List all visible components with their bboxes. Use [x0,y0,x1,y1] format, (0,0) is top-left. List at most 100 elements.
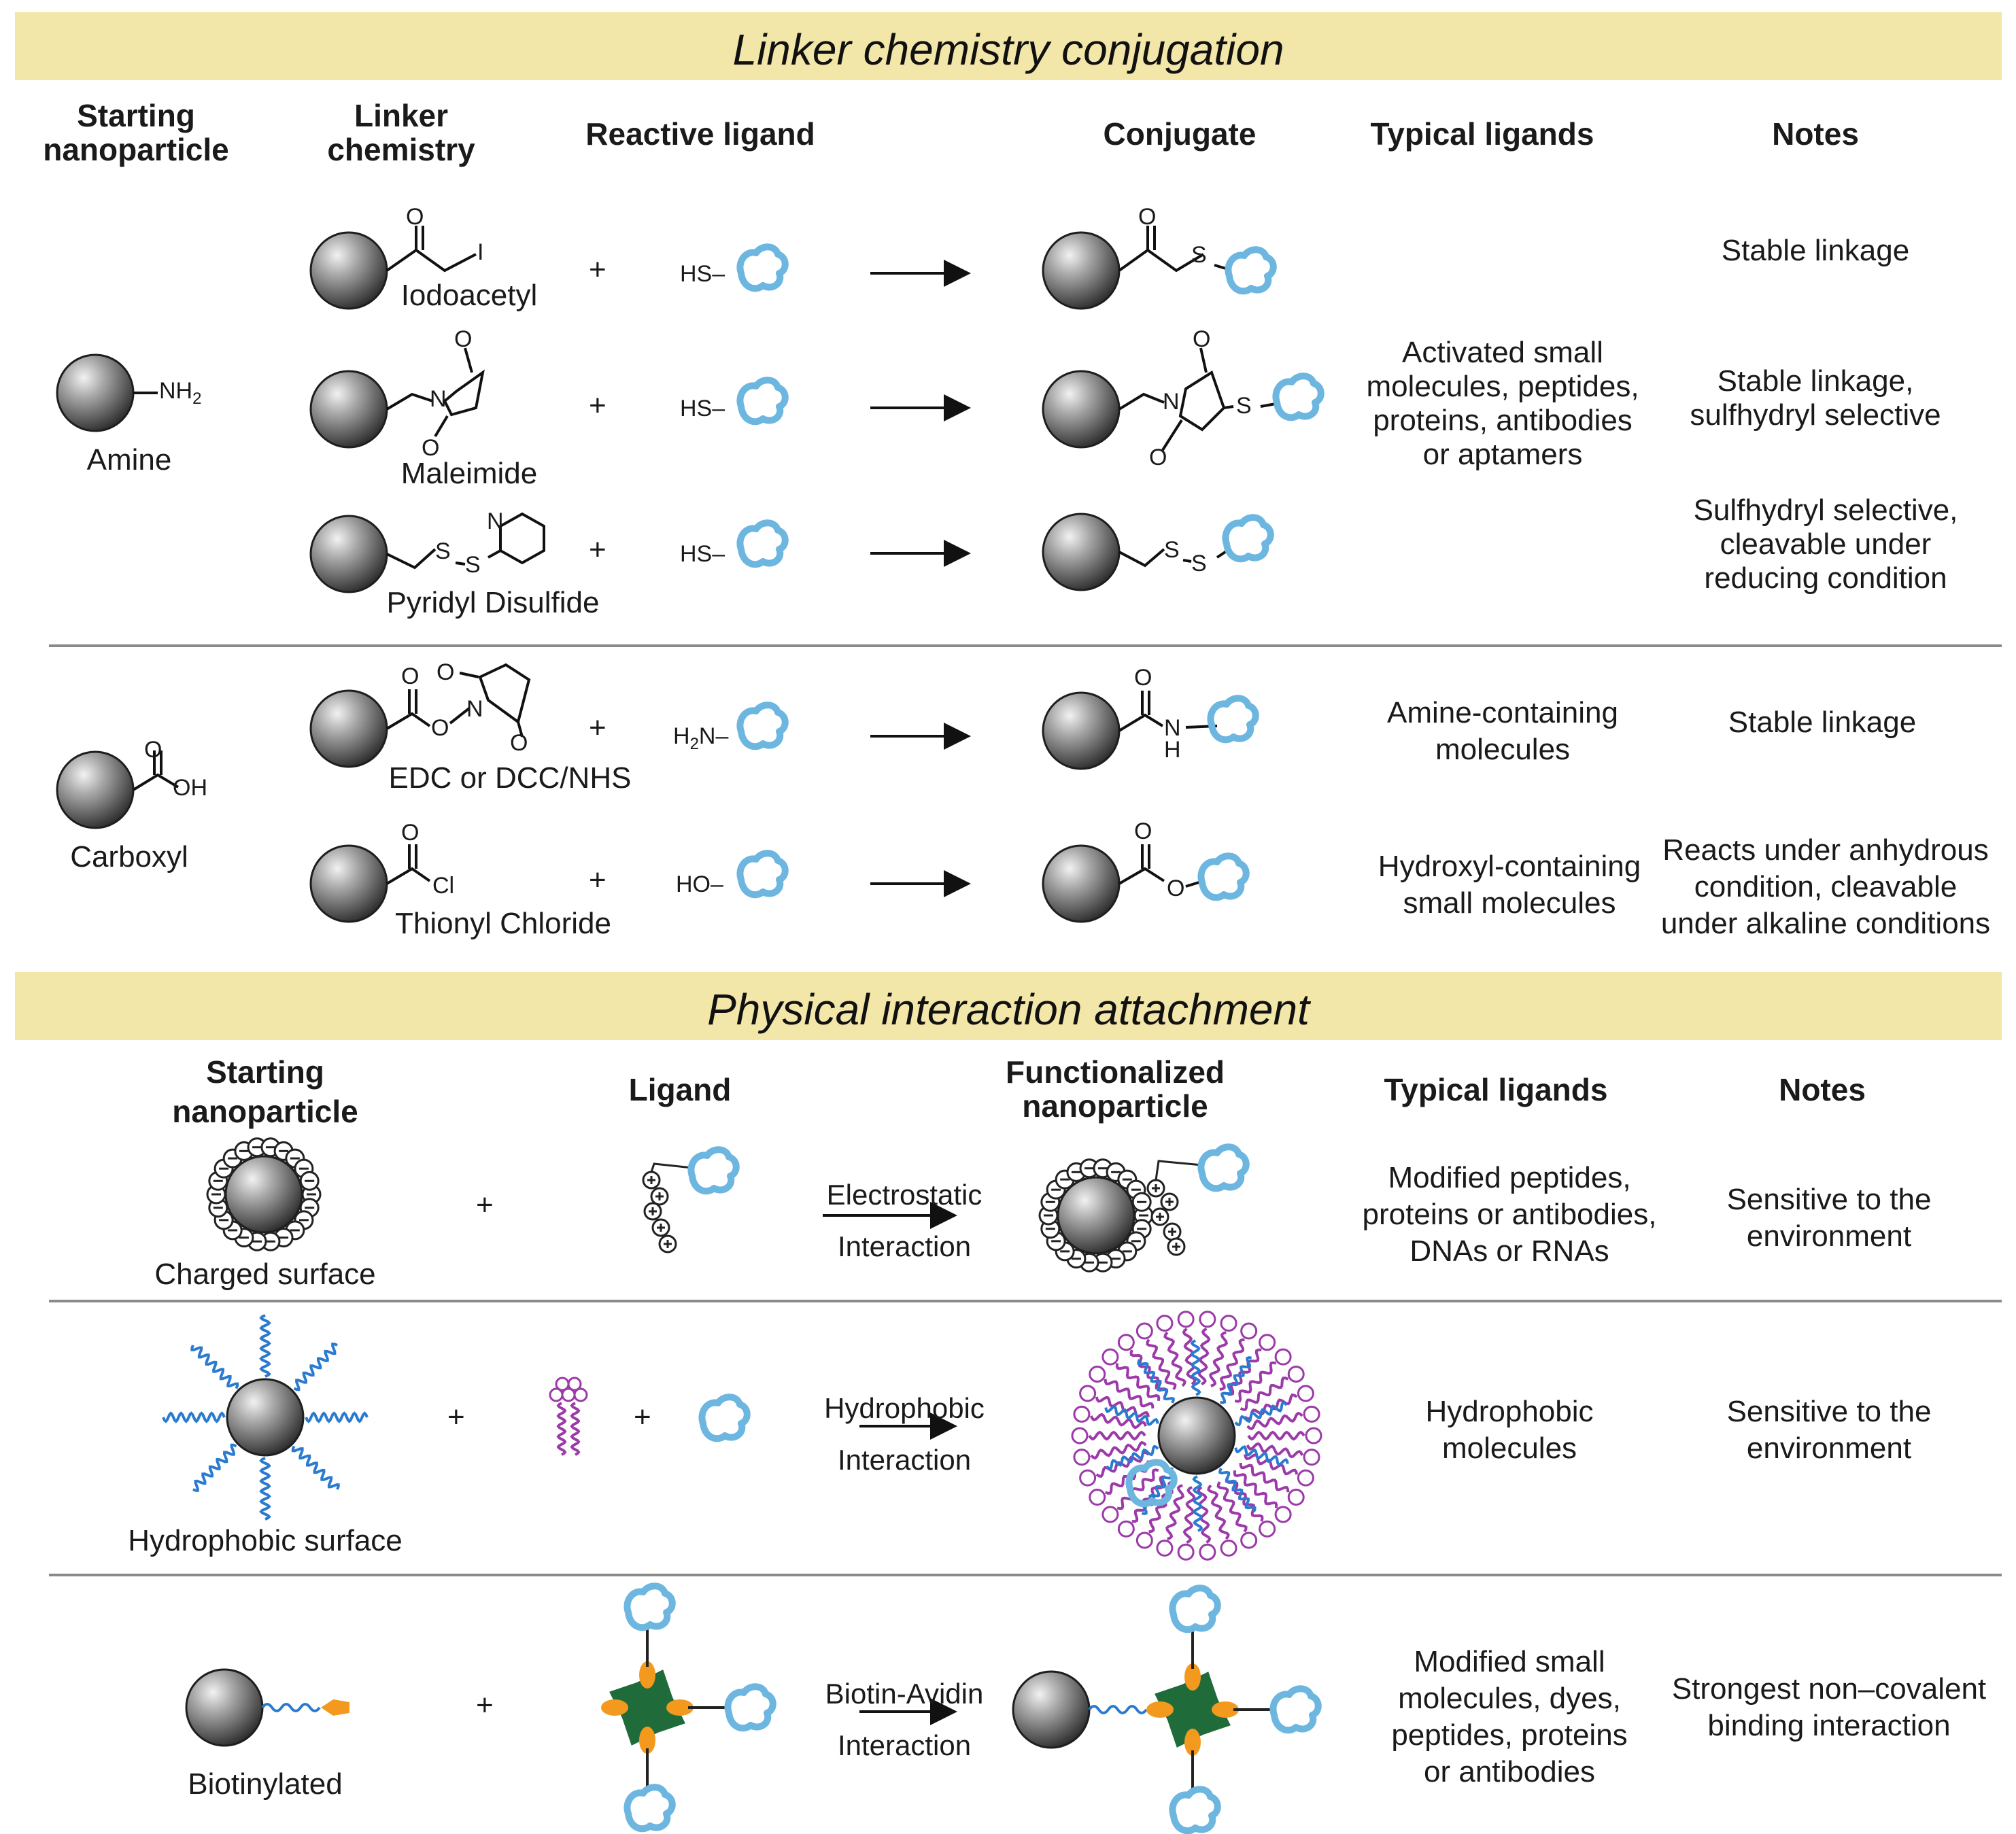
text-line: Modified peptides, [1388,1161,1631,1194]
carboxyl-group: OH [173,775,207,801]
chain [1219,1338,1245,1391]
hydrophobic-chains [162,1314,369,1521]
text-line: small molecules [1403,886,1616,920]
lipid-head [1220,1315,1237,1332]
starting-charged-surface: Charged surface [154,1258,376,1291]
chain [1197,1486,1212,1544]
text-line: Amine-containing [1387,696,1618,729]
chain [1182,1485,1196,1544]
biotin-icon [601,1699,628,1716]
chain [162,1411,226,1423]
typical-ligands-electrostatic: Modified peptides, proteins or antibodie… [1339,1160,1679,1270]
chain [570,1402,581,1456]
linker-banner: Linker chemistry conjugation [15,12,2002,80]
carboxyl-label: Carboxyl [70,840,188,873]
lipid-head [1089,1365,1106,1383]
header-notes: Notes [1772,116,1859,152]
biotin-icon [321,1699,349,1716]
atom-n: N [466,696,483,722]
text-line: peptides, proteins [1391,1718,1628,1752]
reagent-thiol: HS– [680,541,725,567]
physical-section-title: Physical interaction attachment [707,985,1310,1034]
plus-sign: + [634,1400,651,1434]
atom-o: O [1138,204,1157,230]
text-line: or aptamers [1422,438,1583,471]
atom-o: O [406,204,424,230]
reagent-thiol: HS– [680,396,725,421]
chain [1234,1361,1277,1403]
atom-s: S [435,538,451,564]
linker-name-maleimide: Maleimide [400,457,538,490]
lipid-head [1177,1543,1195,1561]
plus-sign: + [476,1188,494,1222]
atom-s: S [465,552,481,578]
biotin-icon [1184,1729,1201,1756]
chain [1137,1359,1175,1404]
chain [1104,1405,1159,1426]
lipid-head [1079,1469,1097,1487]
plus-sign: + [589,711,606,744]
chain [1247,1430,1305,1441]
text-line: Stable linkage, [1717,364,1914,398]
atom-o: O [510,730,528,756]
text-line: Biotin-Avidin [825,1678,984,1710]
biotin-icon [1212,1701,1239,1718]
starting-hydrophobic-surface: Hydrophobic surface [128,1524,403,1557]
chain [291,1445,340,1490]
lipid-head [1297,1385,1314,1402]
amine-group: NH2 [159,378,202,408]
note-electrostatic: Sensitive to the environment [1693,1181,1965,1255]
header-reactive-ligand: Reactive ligand [585,116,815,152]
atom-o: O [454,326,473,352]
text-line: molecules, peptides, [1366,370,1639,403]
chain [190,1345,239,1389]
header-starting-nanoparticle: Starting nanoparticle [27,99,245,167]
lipid-head [1240,1322,1258,1340]
lipid-head [1073,1449,1091,1466]
negative-charge-ring [1038,1158,1154,1273]
chain [1163,1331,1186,1387]
ligand-icon [740,705,785,746]
text-line: under alkaline conditions [1660,907,1991,940]
chain [1090,1440,1147,1460]
interaction-hydrophobic: Hydrophobic Interaction [802,1383,1006,1486]
lipid-head [1177,1311,1195,1328]
lipid-head [1117,1520,1135,1538]
negative-charge-ring [206,1137,322,1251]
atom-o: O [1193,326,1211,352]
biotin-icon [1184,1663,1201,1691]
chain [1116,1468,1159,1510]
lipid-head [1259,1334,1276,1351]
header-line: nanoparticle [172,1094,358,1129]
atom-o: O [1134,665,1152,691]
positively-charged-ligand [1146,1147,1246,1256]
chain [1095,1396,1150,1418]
lipid-head [1135,1532,1153,1549]
lipid-head [1274,1348,1292,1366]
lipid-head [1274,1506,1292,1523]
positively-charged-ligand [642,1149,736,1253]
atom-s: S [1191,551,1207,576]
lipid-icon [549,1377,588,1456]
ligand-icon [740,380,785,421]
typical-ligands-nhs: Amine-containing molecules [1346,695,1659,768]
ligand-icon [740,247,785,288]
text-line: Hydrophobic [824,1392,985,1424]
lipid-head [1305,1427,1322,1444]
text-line: Strongest non–covalent [1671,1672,1987,1706]
lipid-head [1287,1489,1305,1506]
text-line: molecules [1441,1432,1577,1465]
atom-o: O [1167,876,1185,901]
lipid-head [1101,1506,1119,1523]
text-line: Hydrophobic [1425,1395,1594,1428]
atom-o: O [1134,818,1152,844]
typical-ligands-biotin: Modified small molecules, dyes, peptides… [1367,1644,1652,1790]
header-line: nanoparticle [43,132,229,167]
biotin-icon [639,1727,655,1754]
lipid-head [1079,1385,1097,1402]
chain [1240,1377,1289,1411]
chain [1190,1339,1201,1396]
lipid-head [1220,1539,1237,1557]
plus-sign: + [589,863,606,897]
interaction-electrostatic: Electrostatic Interaction [802,1169,1006,1273]
